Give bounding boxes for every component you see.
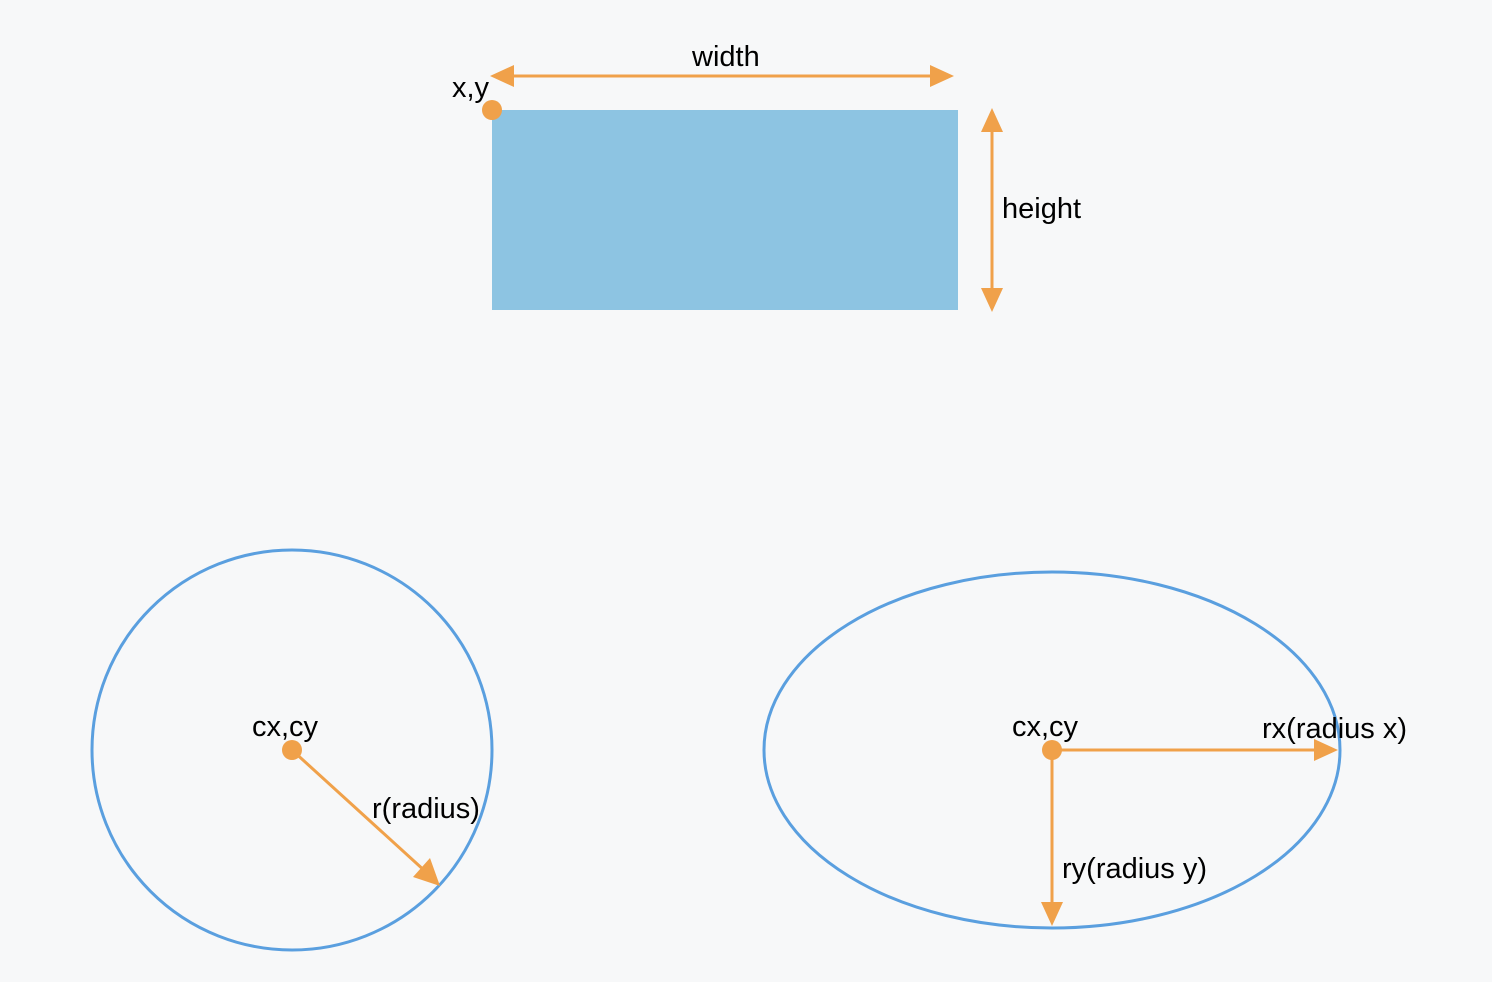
rect-diagram: x,y width height <box>452 41 1081 312</box>
height-arrow-head-top <box>981 108 1003 132</box>
origin-label: x,y <box>452 72 490 104</box>
circle-center-label: cx,cy <box>252 711 319 743</box>
circle-center-point <box>282 740 302 760</box>
radius-arrow-line <box>290 748 428 874</box>
rx-arrow <box>1052 739 1338 761</box>
width-arrow <box>490 65 954 87</box>
radius-arrow <box>290 748 440 886</box>
height-label: height <box>1002 193 1081 225</box>
origin-point <box>482 100 502 120</box>
width-arrow-head-left <box>490 65 514 87</box>
blue-rectangle <box>492 110 958 310</box>
height-arrow <box>981 108 1003 312</box>
radius-arrow-head <box>413 858 440 886</box>
rx-arrow-head <box>1314 739 1338 761</box>
circle-radius-label: r(radius) <box>372 793 480 825</box>
ellipse-center-label: cx,cy <box>1012 711 1079 743</box>
ellipse-center-point <box>1042 740 1062 760</box>
blue-ellipse-outline <box>762 570 1342 930</box>
ellipse-rx-label: rx(radius x) <box>1262 713 1407 745</box>
ry-arrow <box>1041 750 1063 926</box>
ellipse-ry-label: ry(radius y) <box>1062 853 1207 885</box>
circle-diagram: cx,cy r(radius) <box>90 548 494 952</box>
width-arrow-head-right <box>930 65 954 87</box>
blue-circle-outline <box>90 548 494 952</box>
width-label: width <box>691 41 760 73</box>
height-arrow-head-bottom <box>981 288 1003 312</box>
ellipse-diagram: cx,cy rx(radius x) ry(radius y) <box>762 570 1407 930</box>
ry-arrow-head <box>1041 902 1063 926</box>
